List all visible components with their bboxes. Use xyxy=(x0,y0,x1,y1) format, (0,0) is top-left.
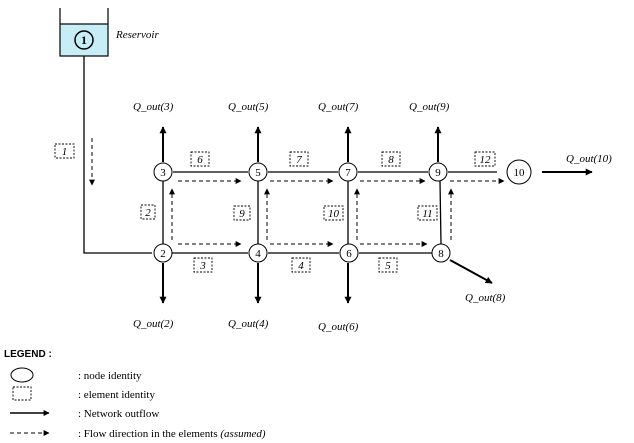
node-2 xyxy=(153,243,173,263)
node-3 xyxy=(153,162,173,182)
outflow-label-9: Q_out(9) xyxy=(409,101,450,113)
outflow-label-10: Q_out(10) xyxy=(566,153,612,165)
legend-flow-text: : Flow direction in the elements (assume… xyxy=(78,428,266,440)
outflow-label-8: Q_out(8) xyxy=(465,292,506,304)
node-id-5: 5 xyxy=(255,167,261,179)
element-box-8 xyxy=(381,151,401,167)
element-box-11 xyxy=(417,205,438,221)
node-6 xyxy=(339,243,359,263)
element-id-8: 8 xyxy=(388,154,394,166)
node-id-6: 6 xyxy=(346,248,352,260)
node-id-2: 2 xyxy=(160,248,166,260)
node-id-3: 3 xyxy=(160,167,166,179)
reservoir-label: Reservoir xyxy=(115,29,159,41)
element-box-7 xyxy=(289,151,309,167)
reservoir: 1 Reservoir xyxy=(59,8,159,57)
element-id-1: 1 xyxy=(62,146,68,158)
outflow-label-2: Q_out(2) xyxy=(133,318,174,330)
element-box-5 xyxy=(378,257,398,273)
element-id-11: 11 xyxy=(422,208,432,220)
outflow-label-6: Q_out(6) xyxy=(318,321,359,333)
element-box-1 xyxy=(54,143,75,159)
outflow-label-3: Q_out(3) xyxy=(133,101,174,113)
element-box-12 xyxy=(474,151,496,167)
element-box-2 xyxy=(140,204,156,220)
outflow-label-4: Q_out(4) xyxy=(228,318,269,330)
element-id-10: 10 xyxy=(328,208,340,220)
node-10 xyxy=(506,159,532,185)
element-id-7: 7 xyxy=(296,154,302,166)
element-id-2: 2 xyxy=(145,207,151,219)
legend-outflow-text: : Network outflow xyxy=(78,408,159,420)
element-box-9 xyxy=(233,205,251,221)
element-id-4: 4 xyxy=(298,260,304,272)
element-box-6 xyxy=(190,151,210,167)
legend: LEGEND : : node identity : element ident… xyxy=(4,349,266,440)
legend-node-symbol xyxy=(10,367,34,383)
element-id-6: 6 xyxy=(197,154,203,166)
element-id-3: 3 xyxy=(199,260,206,272)
node-id-7: 7 xyxy=(345,167,351,179)
pipe-1 xyxy=(83,56,152,254)
node-id-9: 9 xyxy=(435,167,441,179)
node-id-10: 10 xyxy=(514,167,526,179)
element-id-12: 12 xyxy=(480,154,492,166)
outflow-label-7: Q_out(7) xyxy=(318,101,359,113)
reservoir-id: 1 xyxy=(81,33,87,47)
node-id-8: 8 xyxy=(438,248,444,260)
node-id-4: 4 xyxy=(255,248,261,260)
outflow-arrow-8 xyxy=(449,259,493,284)
node-5 xyxy=(248,162,268,182)
legend-flow-note: (assumed) xyxy=(220,428,266,440)
legend-flow-main: : Flow direction in the elements xyxy=(78,428,220,440)
element-box-4 xyxy=(291,257,311,273)
node-8 xyxy=(431,243,451,263)
node-4 xyxy=(248,243,268,263)
element-box-3 xyxy=(193,257,213,273)
node-7 xyxy=(338,162,358,182)
element-id-9: 9 xyxy=(239,208,245,220)
legend-element-symbol xyxy=(12,386,32,401)
element-box-10 xyxy=(323,205,344,221)
outflow-label-5: Q_out(5) xyxy=(228,101,269,113)
element-id-5: 5 xyxy=(385,260,391,272)
reservoir-node xyxy=(74,30,94,50)
legend-title: LEGEND : xyxy=(4,349,52,360)
pipe-11 xyxy=(439,180,442,245)
legend-element-text: : element identity xyxy=(78,389,155,401)
legend-node-text: : node identity xyxy=(78,370,142,382)
node-9 xyxy=(428,162,448,182)
